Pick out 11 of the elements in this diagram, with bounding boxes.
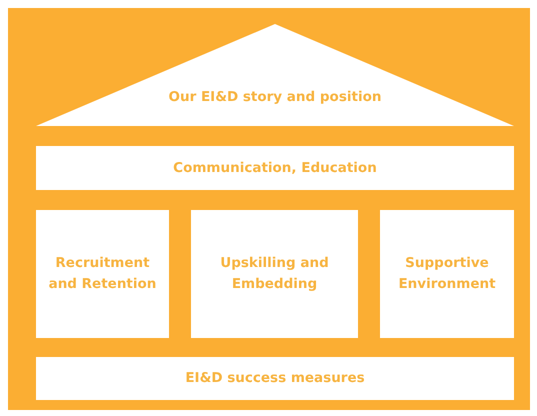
- box-label: Upskilling and Embedding: [219, 254, 330, 294]
- band-box: [36, 146, 514, 190]
- box-label: Recruitment and Retention: [48, 254, 158, 294]
- base-box: [36, 357, 514, 400]
- pillar-box: [36, 210, 169, 338]
- pillar-box: [380, 210, 514, 338]
- pillar-box: [191, 210, 358, 338]
- roof-label: Our EI&D story and position: [168, 88, 382, 107]
- box-label: EI&D success measures: [184, 369, 366, 388]
- box-label: Communication, Education: [172, 158, 378, 178]
- box-label: Supportive Environment: [397, 254, 497, 294]
